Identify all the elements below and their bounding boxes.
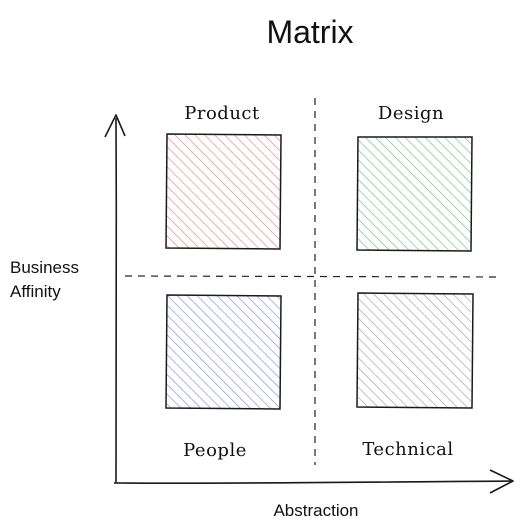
- x-axis-arrow-icon: [489, 469, 514, 494]
- quadrant-people-fill: [167, 295, 280, 408]
- diagram-title: Matrix: [266, 14, 353, 50]
- quadrant-product: Product: [165, 103, 282, 250]
- horizontal-divider: [124, 275, 501, 278]
- quadrant-people-box: [165, 294, 282, 410]
- quadrant-technical-box: [356, 292, 474, 409]
- quadrant-design-label: Design: [378, 103, 444, 124]
- quadrant-technical-label: Technical: [362, 439, 453, 460]
- x-axis: [113, 469, 514, 494]
- quadrant-technical-fill: [358, 294, 471, 407]
- quadrant-design-box: [356, 136, 473, 252]
- quadrant-technical: Technical: [356, 292, 474, 460]
- y-axis-label-line2: Affinity: [10, 282, 61, 301]
- y-axis: [104, 114, 126, 484]
- quadrant-product-label: Product: [184, 103, 260, 124]
- quadrant-product-box: [165, 133, 282, 250]
- quadrant-design-fill: [358, 137, 471, 250]
- quadrant-people-label: People: [183, 440, 247, 461]
- quadrant-product-fill: [167, 135, 280, 248]
- x-axis-label: Abstraction: [273, 501, 358, 520]
- quadrant-people: People: [165, 294, 282, 461]
- quadrant-design: Design: [356, 103, 473, 252]
- y-axis-label-line1: Business: [10, 258, 79, 277]
- y-axis-arrow-icon: [104, 114, 126, 138]
